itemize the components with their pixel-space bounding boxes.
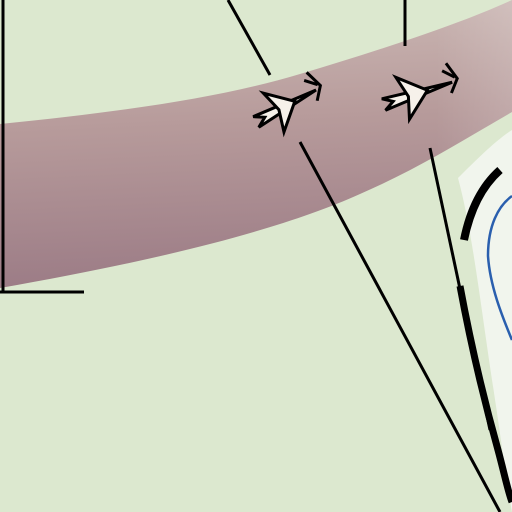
line-long-diagonal: [298, 141, 502, 512]
airplane-arrow-icon: [252, 71, 323, 138]
line-upper-left: [226, 0, 272, 76]
thick-curve-lower: [456, 285, 512, 504]
airplane-arrow-icon: [381, 62, 459, 125]
thick-curve-upper: [460, 167, 503, 241]
blue-curve: [486, 194, 512, 341]
curved-band-highlight: [0, 0, 512, 288]
